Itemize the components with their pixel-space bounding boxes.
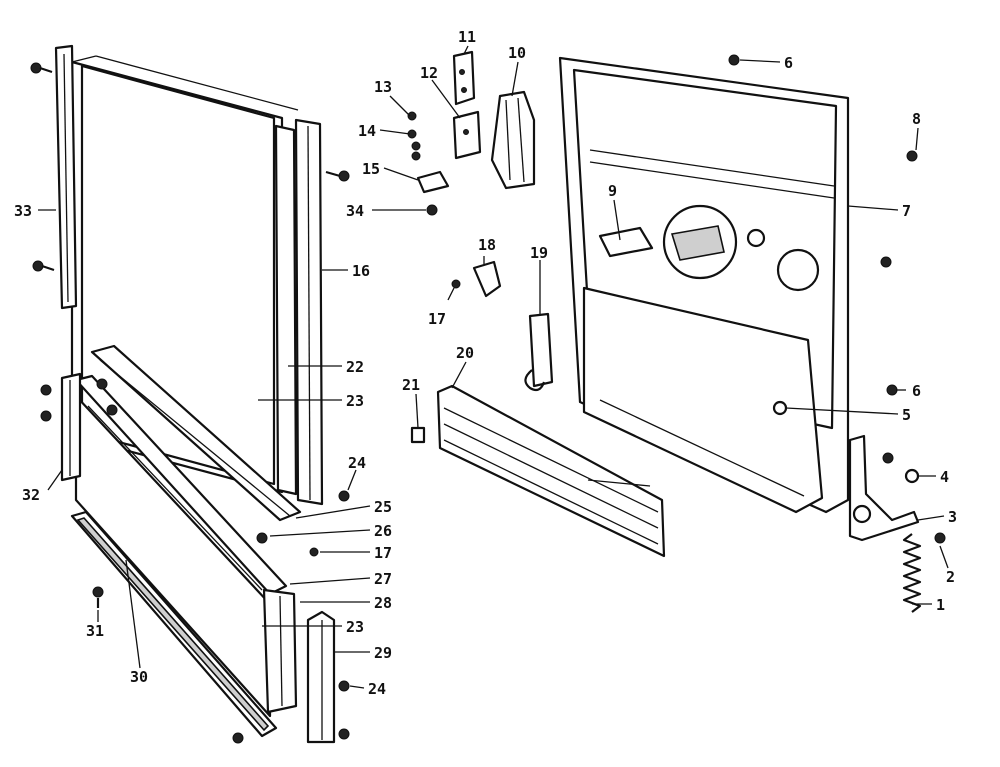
callout-12: 12	[420, 64, 438, 82]
door-bottom-rail-middle	[74, 374, 288, 718]
small-grommet	[746, 228, 766, 248]
callout-14: 14	[358, 122, 376, 140]
callout-17-lower: 17	[374, 544, 392, 562]
callout-17-upper: 17	[428, 310, 446, 328]
screw-8	[906, 150, 918, 162]
door-inner-trim-strip	[274, 124, 298, 496]
clip-15	[416, 170, 450, 194]
callout-19: 19	[530, 244, 548, 262]
callout-31: 31	[86, 622, 104, 640]
screw-33-top	[30, 62, 53, 74]
callout-13: 13	[374, 78, 392, 96]
callout-15: 15	[362, 160, 380, 178]
leader-lines	[38, 45, 949, 689]
callout-8: 8	[912, 110, 921, 128]
callout-4: 4	[940, 468, 949, 486]
hinge-spring-1	[902, 533, 922, 613]
screws-13-14	[407, 111, 421, 161]
clip-17-upper	[451, 279, 461, 289]
hinge-11	[452, 50, 476, 106]
callout-16: 16	[352, 262, 370, 280]
inner-liner-lower-panel	[582, 286, 824, 514]
door-side-trim-left	[54, 44, 78, 310]
clip-21	[410, 426, 426, 444]
callout-27: 27	[374, 570, 392, 588]
callout-26: 26	[374, 522, 392, 540]
callout-11: 11	[458, 28, 476, 46]
callout-23-upper: 23	[346, 392, 364, 410]
screw-6-top	[728, 54, 740, 66]
hinge-plate-12	[452, 110, 482, 160]
callout-3: 3	[948, 508, 957, 526]
screw-30	[232, 732, 244, 744]
callout-32: 32	[22, 486, 40, 504]
screw-24-top	[338, 490, 350, 502]
callout-28: 28	[374, 594, 392, 612]
callout-24-lower: 24	[368, 680, 386, 698]
callout-6-top: 6	[784, 54, 793, 72]
callout-2: 2	[946, 568, 955, 586]
callout-33: 33	[14, 202, 32, 220]
door-bottom-rail-upper	[90, 344, 302, 522]
callout-25: 25	[374, 498, 392, 516]
callout-24-upper: 24	[348, 454, 366, 472]
bracket-32	[60, 372, 82, 482]
bottom-seal-20	[436, 384, 666, 558]
callout-6-right: 6	[912, 382, 921, 400]
dispenser-lever-9	[598, 226, 654, 258]
callout-18: 18	[478, 236, 496, 254]
door-bottom-front-trim	[262, 588, 298, 714]
callout-10: 10	[508, 44, 526, 62]
callout-21: 21	[402, 376, 420, 394]
callout-9: 9	[608, 182, 617, 200]
callout-29: 29	[374, 644, 392, 662]
screw-7-side	[880, 256, 892, 268]
screw-34	[426, 204, 438, 216]
callout-34: 34	[346, 202, 364, 220]
screw-6-right	[886, 384, 898, 396]
screw-33-bottom	[32, 260, 55, 272]
callout-20: 20	[456, 344, 474, 362]
callout-labels: 1 2 3 4 5 6 6 7 8 9 10 11 12 13 14 15 16…	[14, 28, 957, 698]
screw-end-cap	[338, 728, 350, 740]
kick-plate	[70, 510, 278, 738]
clip-17-lower	[309, 547, 319, 557]
clip-18	[472, 260, 502, 298]
detergent-dispenser	[662, 204, 738, 280]
screw-31	[92, 586, 104, 608]
screws-32-group	[40, 378, 118, 422]
door-side-trim-right	[294, 118, 324, 506]
screw-hinge	[882, 452, 894, 464]
callout-1: 1	[936, 596, 945, 614]
screw-16	[325, 170, 350, 182]
callout-5: 5	[902, 406, 911, 424]
hinge-arm-3	[848, 434, 920, 542]
rinse-aid-cap	[776, 248, 820, 292]
screw-26	[256, 532, 268, 544]
latch-assembly-10	[490, 90, 536, 190]
screw-2	[934, 532, 946, 544]
grommet-5	[772, 400, 788, 416]
screw-24-bottom	[338, 680, 350, 692]
washer-4	[904, 468, 920, 484]
callout-7: 7	[902, 202, 911, 220]
callout-30: 30	[130, 668, 148, 686]
end-cap-29	[306, 610, 336, 744]
vent-bracket-19	[524, 312, 554, 392]
callout-22: 22	[346, 358, 364, 376]
callout-23-lower: 23	[346, 618, 364, 636]
